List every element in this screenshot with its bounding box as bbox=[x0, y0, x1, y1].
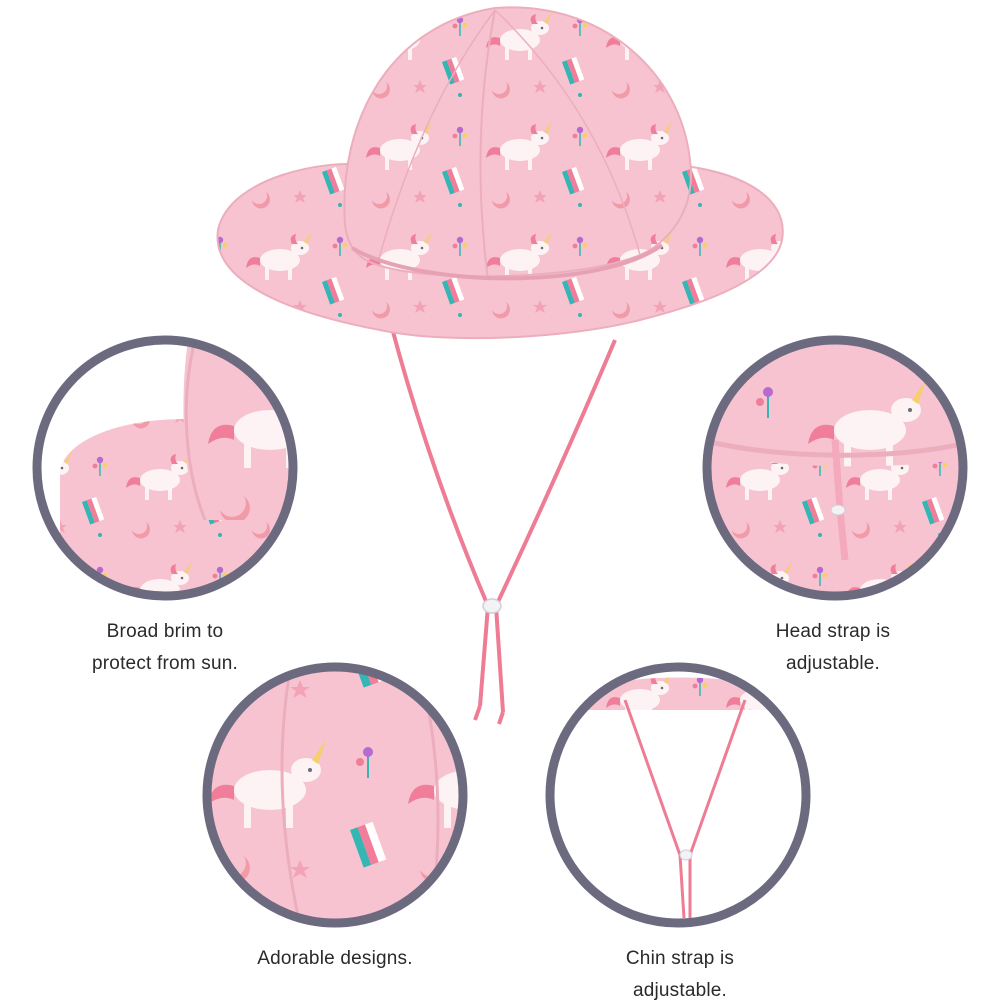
caption-chin-strap: Chin strap is adjustable. bbox=[560, 943, 800, 1007]
caption-brim-line2: protect from sun. bbox=[92, 653, 238, 674]
caption-head-strap: Head strap is adjustable. bbox=[713, 616, 953, 680]
caption-designs-line1: Adorable designs. bbox=[257, 948, 413, 969]
hat-crown bbox=[343, 6, 692, 278]
detail-ring-3 bbox=[202, 662, 468, 928]
caption-designs: Adorable designs. bbox=[215, 943, 455, 975]
detail-brim-circle bbox=[32, 335, 298, 601]
main-hat bbox=[216, 6, 784, 725]
toggle-stopper-icon bbox=[482, 598, 502, 614]
chin-strap-right bbox=[493, 339, 617, 713]
chin-strap-left bbox=[390, 327, 491, 707]
detail-ring-2 bbox=[702, 335, 968, 601]
caption-head-strap-line2: adjustable. bbox=[785, 653, 881, 674]
caption-brim: Broad brim to protect from sun. bbox=[45, 616, 285, 680]
detail-design-circle bbox=[202, 662, 468, 928]
detail-ring-1 bbox=[32, 335, 298, 601]
detail-chin-strap-circle bbox=[545, 662, 811, 928]
detail-ring-4 bbox=[545, 662, 811, 928]
caption-chin-strap-line1: Chin strap is bbox=[625, 948, 735, 969]
detail-head-strap-circle bbox=[702, 335, 968, 601]
caption-head-strap-line1: Head strap is bbox=[775, 621, 891, 642]
caption-chin-strap-line2: adjustable. bbox=[632, 980, 728, 1001]
caption-brim-line1: Broad brim to bbox=[106, 621, 224, 642]
